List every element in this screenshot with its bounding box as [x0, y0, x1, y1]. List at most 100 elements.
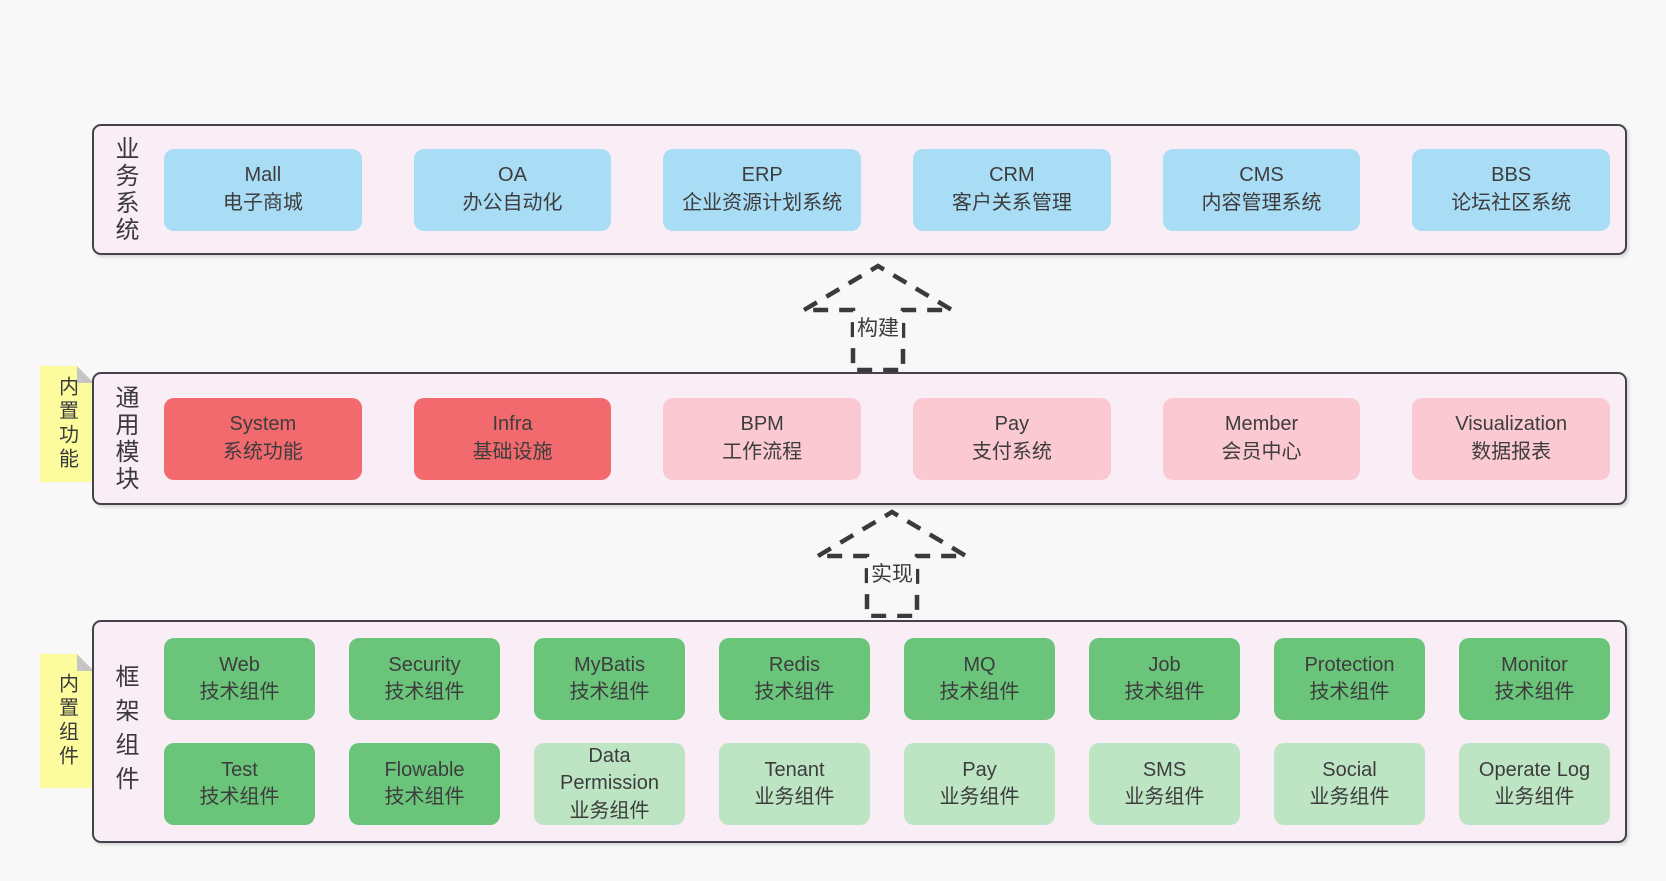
- box-operate-log: Operate Log 业务组件: [1459, 743, 1610, 825]
- box-test: Test 技术组件: [164, 743, 315, 825]
- box-subtitle: 技术组件: [569, 681, 650, 703]
- box-subtitle: 技术组件: [384, 786, 465, 808]
- builtin-components-sticky: 内置组件: [40, 654, 94, 788]
- box-subtitle: 业务组件: [569, 799, 650, 822]
- box-title: SMS: [1142, 758, 1187, 781]
- box-subtitle: 业务组件: [1494, 786, 1575, 808]
- box-title: Flowable: [384, 758, 465, 781]
- box-protection: Protection 技术组件: [1274, 638, 1425, 720]
- builtin-features-sticky: 内置功能: [40, 366, 94, 482]
- box-monitor: Monitor 技术组件: [1459, 638, 1610, 720]
- box-visualization: Visualization 数据报表: [1412, 397, 1611, 480]
- framework-components-panel: 框架组件 Web 技术组件 Security 技术组件 MyBatis 技术组件…: [92, 620, 1627, 843]
- box-data-permission: Data Permission 业务组件: [534, 743, 685, 825]
- box-sms: SMS 业务组件: [1089, 743, 1240, 825]
- box-title: Data Permission: [560, 745, 659, 795]
- box-subtitle: 系统功能: [222, 440, 303, 463]
- box-title: System: [229, 413, 297, 436]
- box-oa: OA 办公自动化: [413, 148, 612, 231]
- box-title: Operate Log: [1478, 758, 1591, 781]
- box-title: CRM: [989, 164, 1035, 187]
- box-subtitle: 电子商城: [222, 191, 303, 214]
- box-mall: Mall 电子商城: [164, 148, 362, 231]
- build-arrow: 构建: [800, 262, 956, 372]
- box-subtitle: 业务组件: [754, 786, 835, 808]
- box-subtitle: 技术组件: [1309, 681, 1390, 703]
- box-subtitle: 工作流程: [722, 440, 803, 463]
- box-subtitle: 技术组件: [754, 681, 835, 703]
- box-subtitle: 技术组件: [939, 681, 1020, 703]
- box-infra: Infra 基础设施: [413, 397, 612, 480]
- arrow-label: 构建: [854, 310, 902, 343]
- box-subtitle: 支付系统: [971, 440, 1052, 463]
- box-flowable: Flowable 技术组件: [349, 743, 500, 825]
- box-subtitle: 会员中心: [1221, 440, 1302, 463]
- box-system: System 系统功能: [164, 397, 362, 480]
- box-title: Job: [1148, 653, 1181, 676]
- box-title: MyBatis: [573, 653, 646, 676]
- box-row: System 系统功能 Infra 基础设施 BPM 工作流程 Pay 支付系统…: [146, 397, 1625, 480]
- box-erp: ERP 企业资源计划系统: [663, 148, 862, 231]
- box-title: Monitor: [1501, 653, 1568, 676]
- box-crm: CRM 客户关系管理: [913, 148, 1111, 231]
- box-subtitle: 内容管理系统: [1201, 191, 1322, 214]
- box-subtitle: 技术组件: [1124, 681, 1205, 703]
- box-subtitle: 技术组件: [384, 681, 465, 703]
- box-title: Mall: [244, 164, 282, 187]
- box-title: Tenant: [764, 758, 825, 781]
- box-mybatis: MyBatis 技术组件: [534, 638, 685, 720]
- box-title: BBS: [1491, 164, 1532, 187]
- box-title: Infra: [492, 413, 533, 436]
- box-title: Pay: [994, 413, 1030, 436]
- box-rows: Web 技术组件 Security 技术组件 MyBatis 技术组件 Redi…: [146, 638, 1625, 825]
- box-subtitle: 客户关系管理: [951, 191, 1072, 214]
- box-job: Job 技术组件: [1089, 638, 1240, 720]
- box-member: Member 会员中心: [1162, 397, 1361, 480]
- box-title: BPM: [740, 413, 784, 436]
- panel-side-label: 业务系统: [111, 135, 138, 244]
- box-subtitle: 数据报表: [1471, 440, 1552, 463]
- box-title: Visualization: [1455, 413, 1568, 436]
- box-row: Test 技术组件 Flowable 技术组件 Data Permission …: [164, 743, 1610, 825]
- implement-arrow: 实现: [814, 508, 970, 618]
- box-tenant: Tenant 业务组件: [719, 743, 870, 825]
- box-title: Test: [221, 758, 258, 781]
- box-security: Security 技术组件: [349, 638, 500, 720]
- box-subtitle: 业务组件: [1309, 786, 1390, 808]
- box-subtitle: 技术组件: [199, 786, 280, 808]
- box-bpm: BPM 工作流程: [663, 397, 862, 480]
- box-pay-biz: Pay 业务组件: [904, 743, 1055, 825]
- box-subtitle: 业务组件: [1124, 786, 1205, 808]
- box-title: Social: [1322, 758, 1377, 781]
- box-subtitle: 业务组件: [939, 786, 1020, 808]
- panel-side-label: 框架组件: [111, 663, 138, 800]
- box-social: Social 业务组件: [1274, 743, 1425, 825]
- box-subtitle: 技术组件: [1494, 681, 1575, 703]
- box-bbs: BBS 论坛社区系统: [1412, 148, 1611, 231]
- arrow-label: 实现: [868, 556, 916, 589]
- business-systems-panel: 业务系统 Mall 电子商城 OA 办公自动化 ERP 企业资源计划系统 CRM…: [92, 124, 1627, 255]
- box-subtitle: 技术组件: [199, 681, 280, 703]
- box-subtitle: 办公自动化: [462, 191, 563, 214]
- box-subtitle: 论坛社区系统: [1451, 191, 1572, 214]
- box-title: MQ: [963, 653, 996, 676]
- sticky-label: 内置组件: [55, 673, 78, 769]
- panel-side-label: 通用模块: [111, 384, 138, 493]
- box-title: Pay: [962, 758, 997, 781]
- box-subtitle: 企业资源计划系统: [682, 191, 843, 214]
- box-title: Security: [388, 653, 461, 676]
- box-title: CMS: [1239, 164, 1284, 187]
- box-web: Web 技术组件: [164, 638, 315, 720]
- box-mq: MQ 技术组件: [904, 638, 1055, 720]
- box-row: Mall 电子商城 OA 办公自动化 ERP 企业资源计划系统 CRM 客户关系…: [146, 148, 1625, 231]
- box-cms: CMS 内容管理系统: [1162, 148, 1361, 231]
- box-row: Web 技术组件 Security 技术组件 MyBatis 技术组件 Redi…: [164, 638, 1610, 720]
- box-title: Protection: [1304, 653, 1395, 676]
- box-title: OA: [498, 164, 527, 187]
- box-title: Redis: [768, 653, 821, 676]
- box-subtitle: 基础设施: [472, 440, 553, 463]
- sticky-label: 内置功能: [55, 376, 78, 472]
- box-title: ERP: [741, 164, 783, 187]
- box-title: Member: [1224, 413, 1299, 436]
